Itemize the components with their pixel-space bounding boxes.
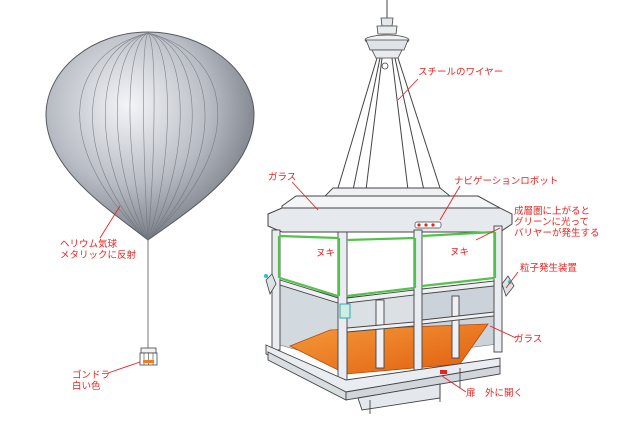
door-label: 扉 外に開く xyxy=(466,388,524,399)
gondola-door xyxy=(357,368,461,414)
wire-label: スチールのワイヤー xyxy=(418,67,504,78)
balloon-label: ヘリウム気球 メタリックに反射 xyxy=(60,239,137,261)
gondola-leader-lines xyxy=(291,78,519,393)
barrier-label: 成層圏に上がると グリーンに光って バリヤーが発生する xyxy=(514,206,600,239)
balloon-leader-lines xyxy=(99,205,141,374)
glass-top-label: ガラス xyxy=(268,172,297,183)
gondola-small-label: ゴンドラ 白い色 xyxy=(72,370,111,392)
nuki-right-label: ヌキ xyxy=(450,247,470,258)
gondola-rails xyxy=(279,279,495,369)
particle-label: 粒子発生装置 xyxy=(520,263,578,274)
glass-side-label: ガラス xyxy=(514,334,543,345)
steel-wire xyxy=(337,0,441,196)
nuki-left-label: ヌキ xyxy=(316,248,336,259)
small-gondola xyxy=(139,347,158,366)
helium-balloon xyxy=(45,31,255,348)
gondola-roof xyxy=(267,187,513,233)
nav-robot-label: ナビゲーションロボット xyxy=(454,176,559,187)
barrier-green-trim xyxy=(277,230,497,298)
